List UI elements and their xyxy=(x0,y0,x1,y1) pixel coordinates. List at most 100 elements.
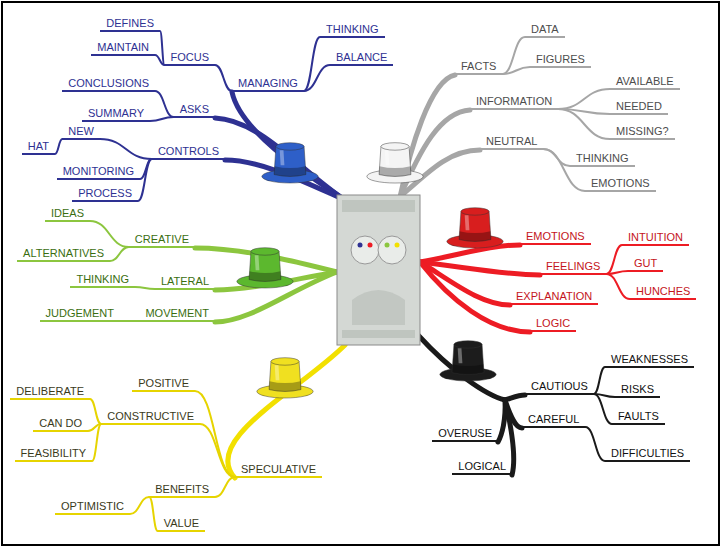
node-label: LOGICAL xyxy=(458,460,506,473)
branch-connector xyxy=(150,117,174,121)
white-hat xyxy=(367,143,423,183)
node-label: JUDGEMENT xyxy=(46,307,114,320)
blue-branch xyxy=(215,92,345,200)
branch-word: CONSTRUCTIVE xyxy=(101,410,200,425)
branch-connector xyxy=(195,391,235,477)
branch-word: INTUITION xyxy=(622,231,689,246)
branch-connector xyxy=(149,497,158,531)
branch-connector xyxy=(138,159,152,201)
node-label: AVAILABLE xyxy=(616,75,674,88)
node-label: PROCESS xyxy=(78,187,132,200)
node-label: OVERUSE xyxy=(438,427,492,440)
node-label: CONCLUSIONS xyxy=(68,77,149,90)
node-label: MONITORING xyxy=(63,165,134,178)
branch-word: OVERUSE xyxy=(432,427,498,442)
branch-word: HUNCHES xyxy=(630,285,696,300)
node-label: FIGURES xyxy=(536,53,585,66)
branch-word: LOGICAL xyxy=(452,460,512,475)
node-label: DATA xyxy=(531,23,559,36)
node-label: FEASIBILITY xyxy=(21,447,86,460)
branch-word: NEW xyxy=(62,125,100,140)
branch-word: SUMMARY xyxy=(82,107,150,122)
branch-word: DELIBERATE xyxy=(10,385,90,400)
branch-word: EMOTIONS xyxy=(585,177,656,192)
branch-word: NEUTRAL xyxy=(480,135,543,150)
branch-word: BALANCE xyxy=(330,51,393,66)
node-label: NEW xyxy=(68,125,94,138)
node-label: EMOTIONS xyxy=(526,230,585,243)
branch-connector xyxy=(135,287,155,289)
branch-connector xyxy=(155,91,174,117)
branch-word: SPECULATIVE xyxy=(235,463,322,478)
green-branch xyxy=(195,248,337,322)
node-label: ASKS xyxy=(180,103,209,116)
node-label: MOVEMENT xyxy=(145,307,209,320)
node-label: NEUTRAL xyxy=(486,135,537,148)
branch-word: PROCESS xyxy=(72,187,138,202)
branch-word: FIGURES xyxy=(530,53,591,68)
node-label: NEEDED xyxy=(616,100,662,113)
node-label: SUMMARY xyxy=(88,107,144,120)
node-label: MAINTAIN xyxy=(97,41,149,54)
branch-word: MOVEMENT xyxy=(139,307,215,322)
node-label: ALTERNATIVES xyxy=(23,247,104,260)
branch-word: DEFINES xyxy=(100,17,160,32)
node-label: EXPLANATION xyxy=(516,290,592,303)
branch-connector xyxy=(502,67,530,74)
branch-connector xyxy=(606,245,622,274)
branch-connector xyxy=(200,424,235,477)
node-label: FAULTS xyxy=(618,410,659,423)
branch-word: CONCLUSIONS xyxy=(62,77,155,92)
node-label: VALUE xyxy=(164,517,199,530)
node-label: MANAGING xyxy=(238,77,298,90)
branch-word: THINKING xyxy=(570,152,635,167)
branch-connector xyxy=(90,399,101,424)
node-label: POSITIVE xyxy=(138,377,189,390)
branch-word: CAN DO xyxy=(33,417,88,432)
branch-word: GUT xyxy=(628,257,663,272)
branch-connector xyxy=(558,89,610,109)
branch-word: MISSING? xyxy=(610,125,675,140)
node-label: IDEAS xyxy=(51,207,84,220)
branch-word: HAT xyxy=(22,140,55,155)
branch-connector xyxy=(92,424,101,461)
branch-word: ASKS xyxy=(174,103,215,118)
branch-word: INFORMATION xyxy=(470,95,558,110)
branch-connector xyxy=(558,109,610,139)
branch-word: EMOTIONS xyxy=(520,230,591,245)
branch-word: EXPLANATION xyxy=(510,290,598,305)
book-cover xyxy=(337,195,420,345)
node-label: SPECULATIVE xyxy=(241,463,316,476)
red-hat xyxy=(447,208,503,248)
branch-connector xyxy=(606,274,630,299)
node-label: LOGIC xyxy=(536,317,570,330)
node-label: CAN DO xyxy=(39,417,82,430)
branch-connector xyxy=(215,65,232,91)
branch-word: OPTIMISTIC xyxy=(55,500,130,515)
branch-word: THINKING xyxy=(320,23,385,38)
branch-word: ALTERNATIVES xyxy=(17,247,110,262)
node-label: CAREFUL xyxy=(528,413,579,426)
node-label: INTUITION xyxy=(628,231,683,244)
branch-connector xyxy=(585,427,605,461)
blue-hat xyxy=(262,143,318,183)
node-label: CONSTRUCTIVE xyxy=(107,410,194,423)
node-label: DIFFICULTIES xyxy=(611,447,684,460)
branch-connector xyxy=(100,139,152,159)
node-label: WEAKNESSES xyxy=(611,353,688,366)
black-branch xyxy=(418,335,525,475)
branch-word: MANAGING xyxy=(232,77,304,92)
branch-connector xyxy=(55,139,62,154)
node-label: FOCUS xyxy=(171,51,210,64)
branch-word: THINKING xyxy=(70,273,135,288)
branch-connector xyxy=(110,247,129,261)
branch-word: MONITORING xyxy=(57,165,140,180)
node-label: BALANCE xyxy=(336,51,387,64)
node-label: MISSING? xyxy=(616,125,669,138)
branch-connector xyxy=(90,221,129,247)
branch-word: CAREFUL xyxy=(522,413,585,428)
node-label: FACTS xyxy=(461,60,496,73)
yellow-branch xyxy=(228,345,345,478)
branch-connector xyxy=(130,497,149,514)
branch-word: FEELINGS xyxy=(540,260,606,275)
